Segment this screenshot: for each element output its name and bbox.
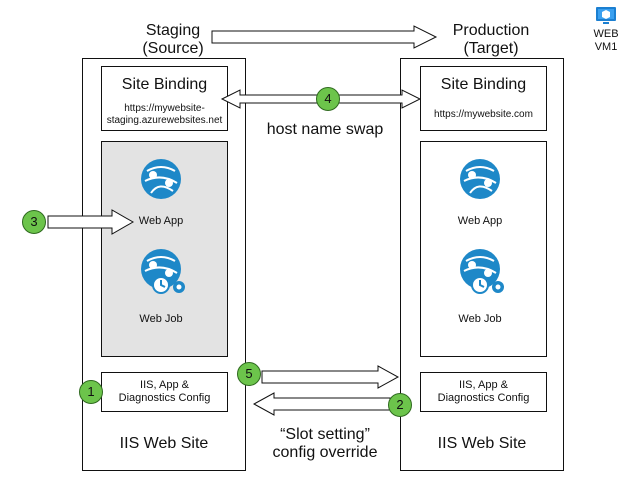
slot-setting-line2: config override xyxy=(272,444,378,461)
staging-config-box[interactable]: IIS, App & Diagnostics Config xyxy=(101,372,228,412)
production-site-binding[interactable]: Site Binding https://mywebsite.com xyxy=(420,66,547,131)
production-web-job-icon[interactable] xyxy=(458,247,510,304)
staging-web-app-label: Web App xyxy=(138,215,184,227)
host-name-swap-label: host name swap xyxy=(266,121,384,138)
production-config-box[interactable]: IIS, App & Diagnostics Config xyxy=(420,372,547,412)
step-badge-2: 2 xyxy=(388,393,412,417)
production-footer: IIS Web Site xyxy=(437,435,527,452)
production-web-job-label: Web Job xyxy=(458,313,502,325)
production-site-binding-url: https://mywebsite.com xyxy=(434,109,533,120)
step3-arrow xyxy=(47,209,135,235)
target-title-line1: Production xyxy=(452,22,530,39)
staging-url-line2: staging.azurewebsites.net xyxy=(106,115,223,126)
step-badge-3: 3 xyxy=(22,210,46,234)
staging-config-line2: Diagnostics Config xyxy=(118,392,211,404)
step-badge-4: 4 xyxy=(316,87,340,111)
production-web-app-label: Web App xyxy=(457,215,503,227)
staging-site-binding-url: https://mywebsite- staging.azurewebsites… xyxy=(102,103,227,127)
target-title: Production (Target) xyxy=(436,22,546,58)
staging-config-line1: IIS, App & xyxy=(140,379,189,391)
slot-setting-label: “Slot setting” config override xyxy=(250,426,400,462)
source-title: Staging (Source) xyxy=(130,22,216,58)
staging-web-app-icon[interactable] xyxy=(139,157,183,206)
step-badge-5: 5 xyxy=(237,362,261,386)
staging-web-job-icon[interactable] xyxy=(139,247,191,304)
staging-site-binding-title: Site Binding xyxy=(121,76,208,93)
vm-icon xyxy=(595,6,617,26)
production-config-line2: Diagnostics Config xyxy=(437,392,530,404)
step-badge-1: 1 xyxy=(79,380,103,404)
vm-label-line1: WEB xyxy=(593,28,619,40)
vm-label: WEB VM1 xyxy=(588,28,624,54)
vm-label-line2: VM1 xyxy=(594,41,618,53)
step2-arrow xyxy=(252,392,391,416)
slot-setting-line1: “Slot setting” xyxy=(280,426,370,443)
staging-footer: IIS Web Site xyxy=(119,435,209,452)
source-title-line1: Staging xyxy=(145,22,201,39)
source-title-line2: (Source) xyxy=(142,40,204,57)
staging-web-job-label: Web Job xyxy=(139,313,183,325)
staging-url-line1: https://mywebsite- xyxy=(124,103,205,114)
production-site-binding-title: Site Binding xyxy=(440,76,527,93)
production-web-app-icon[interactable] xyxy=(458,157,502,206)
production-config-line1: IIS, App & xyxy=(459,379,508,391)
step5-arrow xyxy=(261,365,400,389)
target-title-line2: (Target) xyxy=(463,40,519,57)
